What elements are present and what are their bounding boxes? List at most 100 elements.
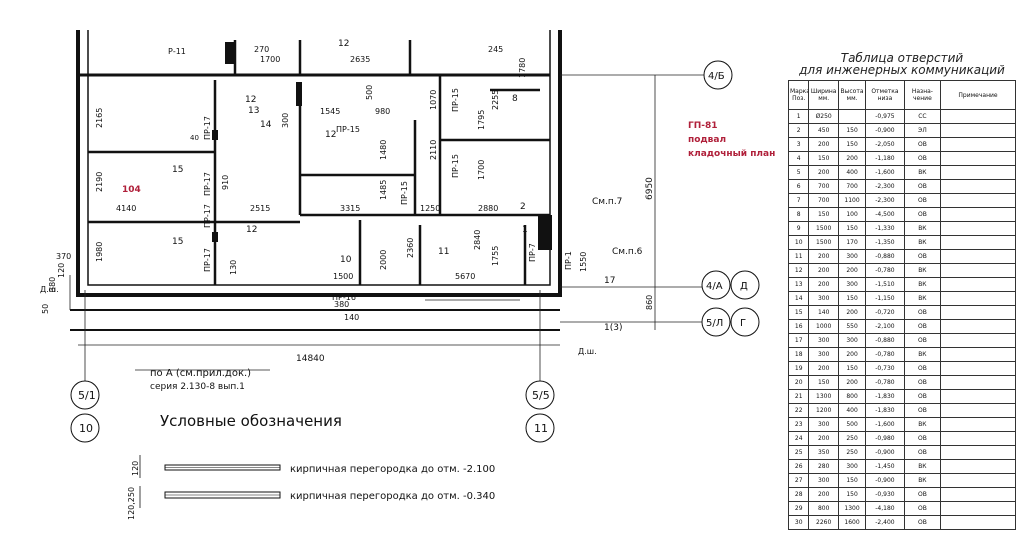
opening-mark: 15 [172,165,183,175]
table-cell: 3 [787,137,810,152]
dimension-label: 980 [375,107,390,116]
table-cell: 5 [787,165,810,180]
opening-mark: 13 [248,106,259,116]
table-cell: -0,880 [865,249,905,264]
table-cell: ОВ [903,137,942,152]
dimension-label: 300 [281,113,290,128]
opening-mark: 12 [245,95,256,105]
table-cell: -1,330 [865,221,905,236]
table-cell [940,431,1016,446]
table-cell: ОВ [903,375,942,390]
dimension-label: 1700 [477,160,486,180]
table-cell: 450 [808,123,839,138]
table-cell: 11 [787,249,810,264]
table-cell: 300 [808,473,839,488]
table-cell: 100 [837,207,867,222]
legend-title: Условные обозначения [160,412,342,430]
table-cell: 300 [808,291,839,306]
legend-text-1: кирпичная перегородка до отм. -2.100 [290,464,495,475]
dimension-label: 1545 [320,107,340,116]
table-cell [940,109,1016,124]
table-cell: 280 [808,459,839,474]
table-cell [940,179,1016,194]
table-cell [940,137,1016,152]
table-cell [940,165,1016,180]
table-cell: 26 [787,459,810,474]
table-cell: 400 [837,165,867,180]
dimension-label: 1250 [420,204,440,213]
table-cell: 29 [787,501,810,516]
table-cell [837,109,867,124]
reference-line-1: по А (см.прил.док.) [150,368,251,379]
axis-label: 5/Л [706,318,723,329]
table-cell: ОВ [903,207,942,222]
dimension-label: 270 [254,45,269,54]
table-cell: ОВ [903,487,942,502]
table-cell [940,487,1016,502]
table-cell: 300 [837,459,867,474]
dimension-label: 380 [48,277,57,292]
element-mark: ПР-16 [332,293,356,302]
table-cell: 500 [837,417,867,432]
table-cell: 19 [787,361,810,376]
reference-line-2: серия 2.130-8 вып.1 [150,382,245,392]
table-cell [940,473,1016,488]
drainage-note: Д.ш. [578,347,597,356]
table-cell: -1,600 [865,165,905,180]
table-cell: -0,780 [865,375,905,390]
table-cell: 300 [837,249,867,264]
opening-mark: 1 [522,225,528,235]
table-cell: 200 [808,137,839,152]
dimension-label: 2840 [473,230,482,250]
dimension-label: 120 [57,263,66,278]
table-cell: ОВ [903,445,942,460]
table-cell: 150 [808,375,839,390]
dimension-label: 1070 [429,90,438,110]
table-cell: 1200 [808,403,839,418]
dimension-label: 6950 [645,177,655,200]
sheet-subtitle: подвал [688,135,726,145]
table-cell [940,333,1016,348]
axis-label: Г [740,318,746,329]
dimension-label: 245 [488,45,503,54]
table-header-cell: Высота мм. [837,80,867,110]
legend-dim-1: 120 [131,461,140,476]
table-cell: ВК [903,473,942,488]
table-cell: 1 [787,109,810,124]
table-cell [940,515,1016,530]
table-cell: ВК [903,263,942,278]
table-cell: 200 [808,263,839,278]
openings-table-title: Таблица отверстий [840,51,964,65]
element-mark: ПР-1 [564,251,573,270]
table-cell: 21 [787,389,810,404]
plan-labels: ГП-81 подвал кладочный план 104 5/1 10 5… [40,39,775,520]
table-cell: ОВ [903,319,942,334]
table-cell: 150 [808,151,839,166]
table-cell: -1,350 [865,235,905,250]
table-cell: -4,180 [865,501,905,516]
table-cell: -1,180 [865,151,905,166]
axis-label: 5/5 [532,389,550,402]
table-cell: ВК [903,235,942,250]
dimension-label: 1795 [477,110,486,130]
table-cell: 300 [808,347,839,362]
element-mark: ПР-15 [400,181,409,205]
table-cell: 200 [837,375,867,390]
element-mark: ПР-15 [451,88,460,112]
table-cell: 550 [837,319,867,334]
dimension-label: 1550 [579,252,588,272]
opening-mark: 11 [438,247,449,257]
table-cell: 200 [837,151,867,166]
element-mark: ПР-15 [451,154,460,178]
table-cell: 800 [808,501,839,516]
